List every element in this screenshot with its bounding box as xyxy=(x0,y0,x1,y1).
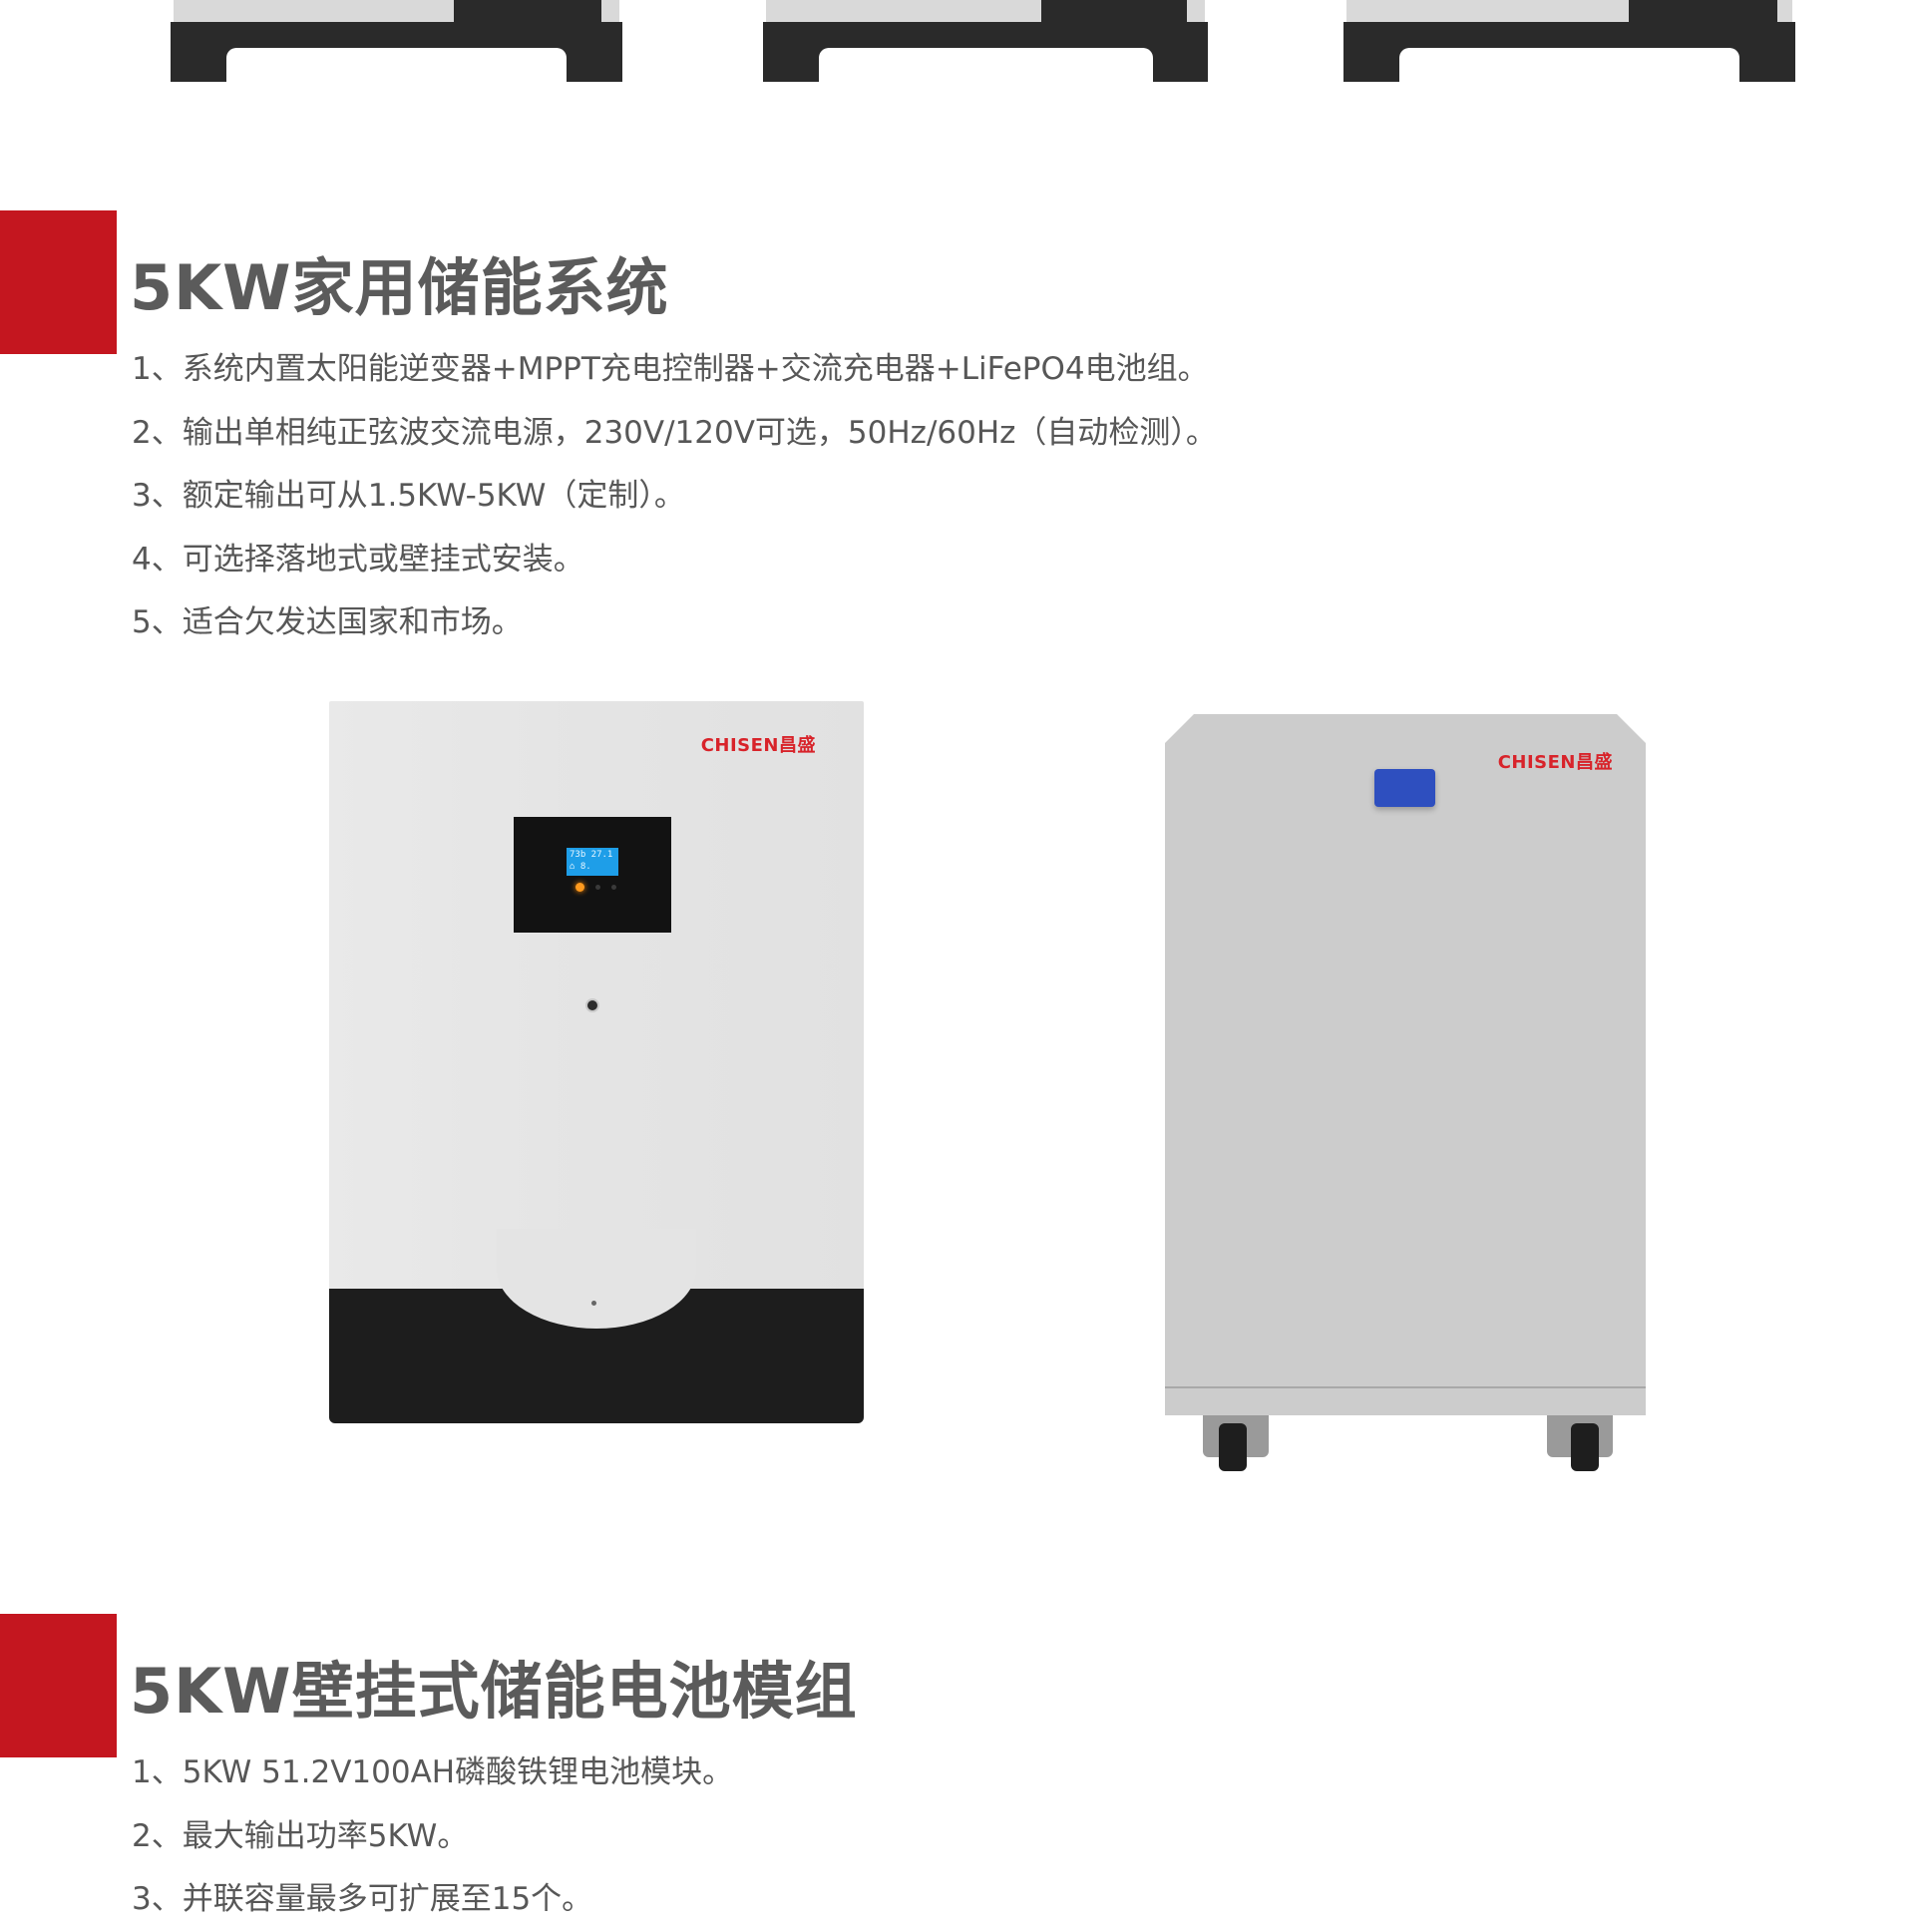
lcd-line: 73b 27.1 xyxy=(570,850,613,860)
panel-button-icon xyxy=(611,885,616,890)
feature-list: 1、5KW 51.2V100AH磷酸铁锂电池模块。 2、最大输出功率5KW。 3… xyxy=(132,1741,733,1932)
battery-unit-3-stand xyxy=(1343,0,1795,88)
caster-wheel-icon xyxy=(1547,1415,1613,1471)
unit-side-panel xyxy=(1041,0,1187,22)
caster-wheel xyxy=(1571,1423,1599,1471)
caster-wheel xyxy=(1219,1423,1247,1471)
power-button-icon xyxy=(1374,769,1435,807)
inverter-base xyxy=(329,1229,864,1423)
base-notch xyxy=(497,1229,696,1329)
battery-cabinet-image: CHISEN昌盛 xyxy=(1165,714,1646,1415)
feature-item: 2、最大输出功率5KW。 xyxy=(132,1817,469,1854)
screw-icon xyxy=(591,1301,596,1306)
cabinet-seam xyxy=(1165,1386,1646,1388)
control-panel: 73b 27.1 ⌂ 8. xyxy=(514,817,671,933)
feature-item: 4、可选择落地式或壁挂式安装。 xyxy=(132,541,584,578)
panel-button-icon xyxy=(595,885,600,890)
battery-unit-2-stand xyxy=(763,0,1208,88)
unit-side-panel xyxy=(454,0,601,22)
section-title: 5KW壁挂式储能电池模组 xyxy=(130,1655,858,1728)
section-accent-bar xyxy=(0,1614,117,1757)
feature-item: 1、5KW 51.2V100AH磷酸铁锂电池模块。 xyxy=(132,1754,734,1790)
battery-unit-1-stand xyxy=(171,0,622,88)
caster-wheel-icon xyxy=(1203,1415,1269,1471)
feature-list: 1、系统内置太阳能逆变器+MPPT充电控制器+交流充电器+LiFePO4电池组。… xyxy=(132,338,1217,655)
feature-item: 5、适合欠发达国家和市场。 xyxy=(132,604,523,640)
status-led-icon xyxy=(575,883,584,892)
base-cutout xyxy=(1399,48,1739,88)
brand-logo: CHISEN昌盛 xyxy=(700,735,816,756)
section-title: 5KW家用储能系统 xyxy=(130,251,669,324)
lcd-display: 73b 27.1 ⌂ 8. xyxy=(567,848,618,876)
lock-icon xyxy=(585,998,599,1012)
feature-item: 2、输出单相纯正弦波交流电源，230V/120V可选，50Hz/60Hz（自动检… xyxy=(132,414,1217,451)
base-cutout xyxy=(819,48,1153,88)
section-accent-bar xyxy=(0,210,117,354)
unit-side-panel xyxy=(1629,0,1777,22)
brand-logo: CHISEN昌盛 xyxy=(1497,752,1613,773)
lcd-line: ⌂ 8. xyxy=(570,862,591,872)
feature-item: 3、额定输出可从1.5KW-5KW（定制）。 xyxy=(132,478,685,514)
feature-item: 1、系统内置太阳能逆变器+MPPT充电控制器+交流充电器+LiFePO4电池组。 xyxy=(132,351,1209,387)
feature-item: 3、并联容量最多可扩展至15个。 xyxy=(132,1881,593,1917)
base-cutout xyxy=(226,48,567,88)
wall-inverter-image: CHISEN昌盛 73b 27.1 ⌂ 8. xyxy=(329,701,864,1423)
